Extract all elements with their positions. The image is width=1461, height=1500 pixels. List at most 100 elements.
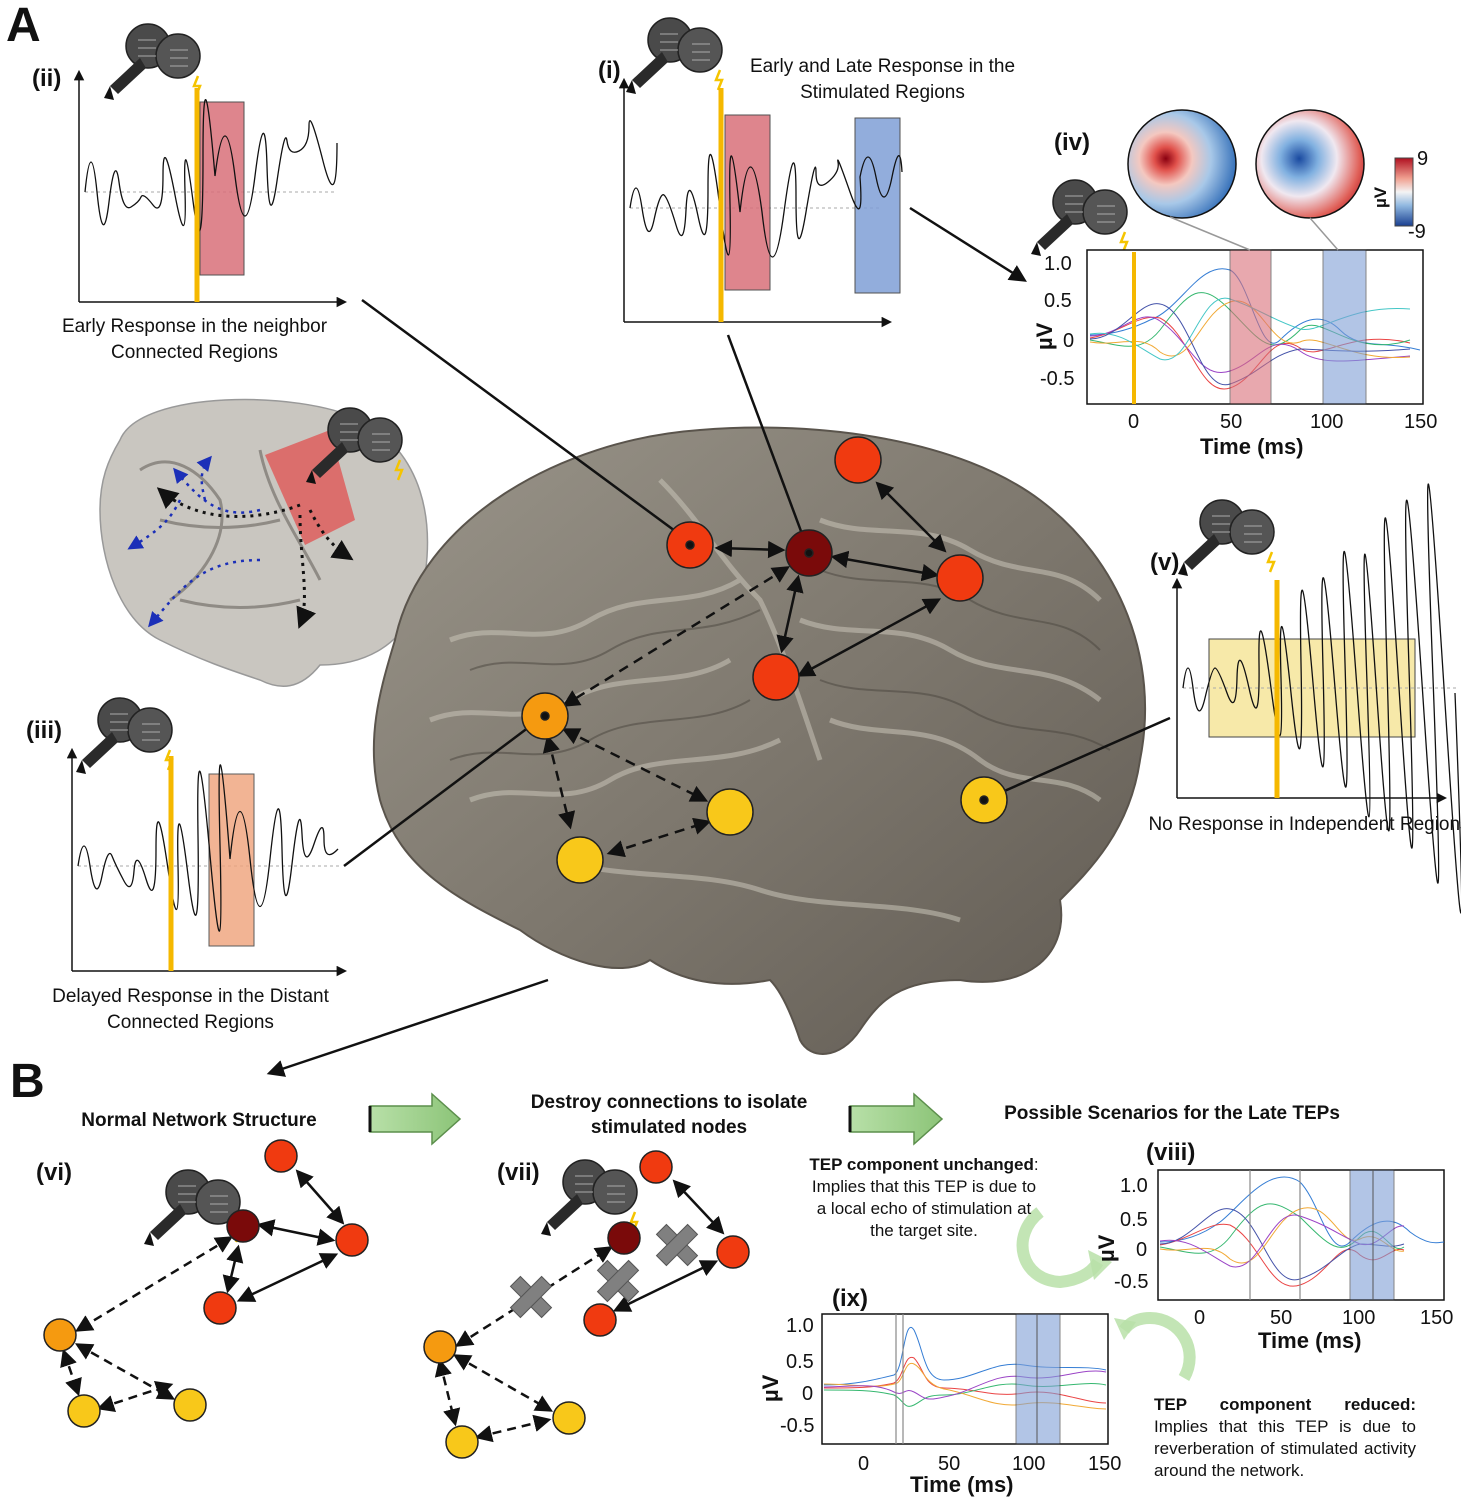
delayed-window <box>208 773 255 947</box>
node-independent <box>173 1388 207 1422</box>
colorbar-min: -9 <box>1408 221 1426 243</box>
sub-label-iv: (iv) <box>1054 129 1090 156</box>
note-unchanged-title: TEP component unchanged <box>809 1155 1034 1174</box>
late-window <box>854 117 901 294</box>
node-independent <box>706 788 754 836</box>
node-independent <box>67 1394 101 1428</box>
curved-arrow-icon-group <box>1016 1207 1196 1381</box>
network-edges-a <box>542 481 947 858</box>
flow-arrow-2 <box>849 1092 944 1146</box>
caption-iii: Delayed Response in the Distant Connecte… <box>52 986 329 1033</box>
tep-ix-xtick: 100 <box>1012 1453 1045 1475</box>
panel-ii-plot <box>73 22 348 308</box>
tep-viii-ytick: -0.5 <box>1114 1271 1148 1293</box>
step-possible-scenarios: Possible Scenarios for the Late TEPs <box>1004 1103 1340 1124</box>
node-neighbor <box>335 1223 369 1257</box>
sub-label-vi: (vi) <box>36 1159 72 1186</box>
tep-axes <box>1157 1169 1445 1301</box>
tep-iv-ylabel: µV <box>1032 322 1057 350</box>
tep-ix-ytick: 1.0 <box>786 1315 814 1337</box>
panel-connectors <box>266 206 1171 1077</box>
tms-coil-icon <box>624 16 724 96</box>
caption-ii: Early Response in the neighbor Connected… <box>61 316 328 363</box>
note-unchanged: TEP component unchanged: Implies that th… <box>809 1155 1039 1240</box>
node-neighbor <box>834 436 882 484</box>
node-neighbor <box>716 1235 750 1269</box>
node-distant <box>423 1330 457 1364</box>
tep-viii-xtick: 0 <box>1194 1307 1205 1329</box>
tep-iv-xtick: 100 <box>1310 411 1343 433</box>
caption-v: No Response in Independent Regions <box>1148 814 1461 835</box>
node-stimulated <box>607 1221 641 1255</box>
note-reduced-title: TEP component reduced: <box>1154 1395 1416 1414</box>
curved-arrow-icon <box>1119 1311 1196 1381</box>
sub-label-ix: (ix) <box>832 1285 868 1312</box>
late-window <box>1322 249 1367 405</box>
step-destroy-connections: Destroy connections to isolate stimulate… <box>530 1092 808 1138</box>
network-vii <box>423 1150 750 1459</box>
panel-viii-plot <box>1157 1169 1445 1301</box>
late-window <box>1349 1169 1395 1301</box>
note-unchanged-body: Implies that this TEP is due to a local … <box>811 1177 1037 1240</box>
node-independent <box>552 1401 586 1435</box>
topomap-late <box>1255 109 1365 219</box>
tep-ix-xlabel: Time (ms) <box>910 1472 1014 1497</box>
caption-i: Early and Late Response in the Stimulate… <box>749 56 1016 103</box>
node-distant <box>43 1318 77 1352</box>
tep-iv-xtick: 50 <box>1220 411 1242 433</box>
tep-viii-xtick: 100 <box>1342 1307 1375 1329</box>
late-window <box>1015 1313 1061 1445</box>
curved-arrow-icon <box>1016 1207 1104 1289</box>
sub-label-i: (i) <box>598 57 621 84</box>
colorbar-unit: µV <box>1371 186 1390 208</box>
cross-icon-group <box>509 1223 699 1319</box>
tep-ix-ytick: 0.5 <box>786 1351 814 1373</box>
tep-axes <box>821 1313 1109 1445</box>
tep-viii-ytick: 0.5 <box>1120 1209 1148 1231</box>
node-neighbor <box>583 1303 617 1337</box>
panel-ix-plot <box>821 1313 1109 1445</box>
node-neighbor <box>203 1291 237 1325</box>
tep-viii-xtick: 50 <box>1270 1307 1292 1329</box>
early-window <box>199 101 245 276</box>
step-normal-network: Normal Network Structure <box>81 1110 317 1131</box>
tep-viii-ytick: 1.0 <box>1120 1175 1148 1197</box>
tms-coil-icon <box>1029 178 1129 258</box>
note-reduced-body: Implies that this TEP is due to reverber… <box>1154 1417 1416 1480</box>
node-independent <box>445 1425 479 1459</box>
node-neighbor <box>752 653 800 701</box>
sub-label-ii: (ii) <box>32 65 61 92</box>
workflow-arrows <box>368 1092 944 1146</box>
tep-iv-ytick: 0.5 <box>1044 290 1072 312</box>
cross-icon <box>655 1223 699 1267</box>
node-neighbor <box>936 554 984 602</box>
tms-coil-icon <box>102 22 202 102</box>
tms-coil-icon <box>74 696 174 776</box>
early-window <box>724 114 771 291</box>
topomap-early <box>1127 109 1237 219</box>
node-stimulated <box>226 1209 260 1243</box>
colorbar <box>1394 157 1414 227</box>
tep-iv-ytick: 0 <box>1063 330 1074 352</box>
main-brain <box>372 426 1147 1055</box>
panel-iv-plot <box>1029 109 1424 405</box>
network-vi <box>43 1139 369 1428</box>
sub-label-viii: (viii) <box>1146 1139 1195 1166</box>
cross-icon <box>509 1275 553 1319</box>
network-nodes-a <box>521 436 1008 884</box>
sub-label-vii: (vii) <box>497 1159 540 1186</box>
sub-label-v: (v) <box>1150 549 1179 576</box>
tep-ix-xtick: 50 <box>938 1453 960 1475</box>
node-neighbor <box>264 1139 298 1173</box>
brain-icon <box>372 426 1147 1055</box>
tep-ix-ytick: 0 <box>802 1383 813 1405</box>
panel-letter-a: A <box>6 0 41 52</box>
tep-viii-xlabel: Time (ms) <box>1258 1328 1362 1353</box>
tep-ix-ylabel: µV <box>758 1374 783 1402</box>
sub-label-iii: (iii) <box>26 717 62 744</box>
tep-iv-ytick: 1.0 <box>1044 253 1072 275</box>
tep-iv-xtick: 150 <box>1404 411 1437 433</box>
panel-v-plot <box>1171 483 1461 914</box>
cross-icon <box>596 1259 640 1303</box>
